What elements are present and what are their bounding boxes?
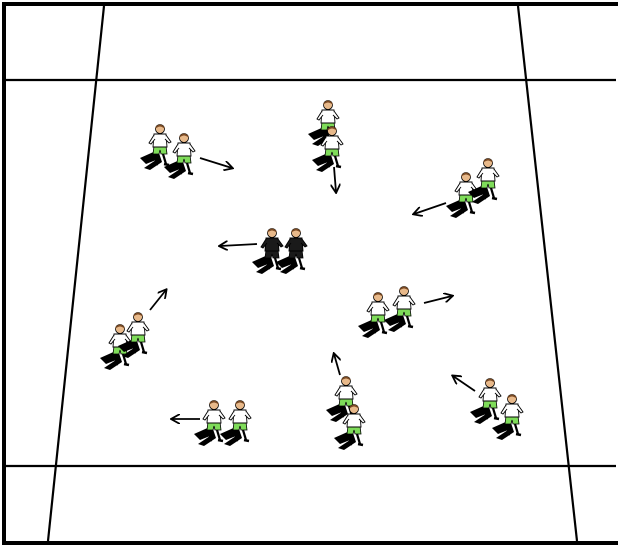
player-shirt (289, 238, 303, 251)
player-group-top-left (140, 125, 195, 180)
movement-arrow-bottom-center (334, 354, 340, 375)
movement-arrow-top-left (200, 158, 232, 168)
player-shirt (397, 296, 411, 309)
movement-arrow-bottom-right (453, 376, 475, 391)
player-shirt (371, 302, 385, 315)
player-group-top-right (446, 159, 499, 219)
player-group-bottom-right (470, 379, 523, 441)
player-figure (194, 401, 225, 447)
player-figure (358, 293, 389, 339)
player-figure (276, 229, 307, 275)
player-group-center-left (252, 229, 307, 275)
player-group-bottom-left (194, 401, 251, 447)
left-sideline (48, 6, 104, 541)
movement-arrow-center-right (424, 296, 452, 303)
player-figure (470, 379, 501, 425)
movement-arrow-mid-left (150, 290, 166, 310)
player-shirt (347, 414, 361, 427)
movement-arrow-top-right (414, 203, 446, 214)
player-shirt (483, 388, 497, 401)
player-group-bottom-center (326, 377, 365, 451)
player-shirt (207, 410, 221, 423)
player-shirt (265, 238, 279, 251)
players-layer (100, 101, 523, 451)
right-sideline (518, 6, 577, 541)
player-group-mid-left (100, 313, 149, 371)
player-group-top-center (308, 101, 343, 173)
player-shirt (321, 110, 335, 123)
player-shirt (339, 386, 353, 399)
arrows-layer (150, 158, 475, 419)
player-figure (252, 229, 283, 275)
player-figure (220, 401, 251, 447)
player-group-center-right (358, 287, 415, 339)
movement-arrow-top-center (334, 167, 336, 192)
player-shirt (505, 404, 519, 417)
player-shirt (131, 322, 145, 335)
player-shirt (233, 410, 247, 423)
player-shirt (481, 168, 495, 181)
movement-arrow-center-left (220, 244, 257, 246)
player-figure (140, 125, 171, 171)
player-shirt (177, 143, 191, 156)
player-shirt (325, 136, 339, 149)
player-shirt (153, 134, 167, 147)
